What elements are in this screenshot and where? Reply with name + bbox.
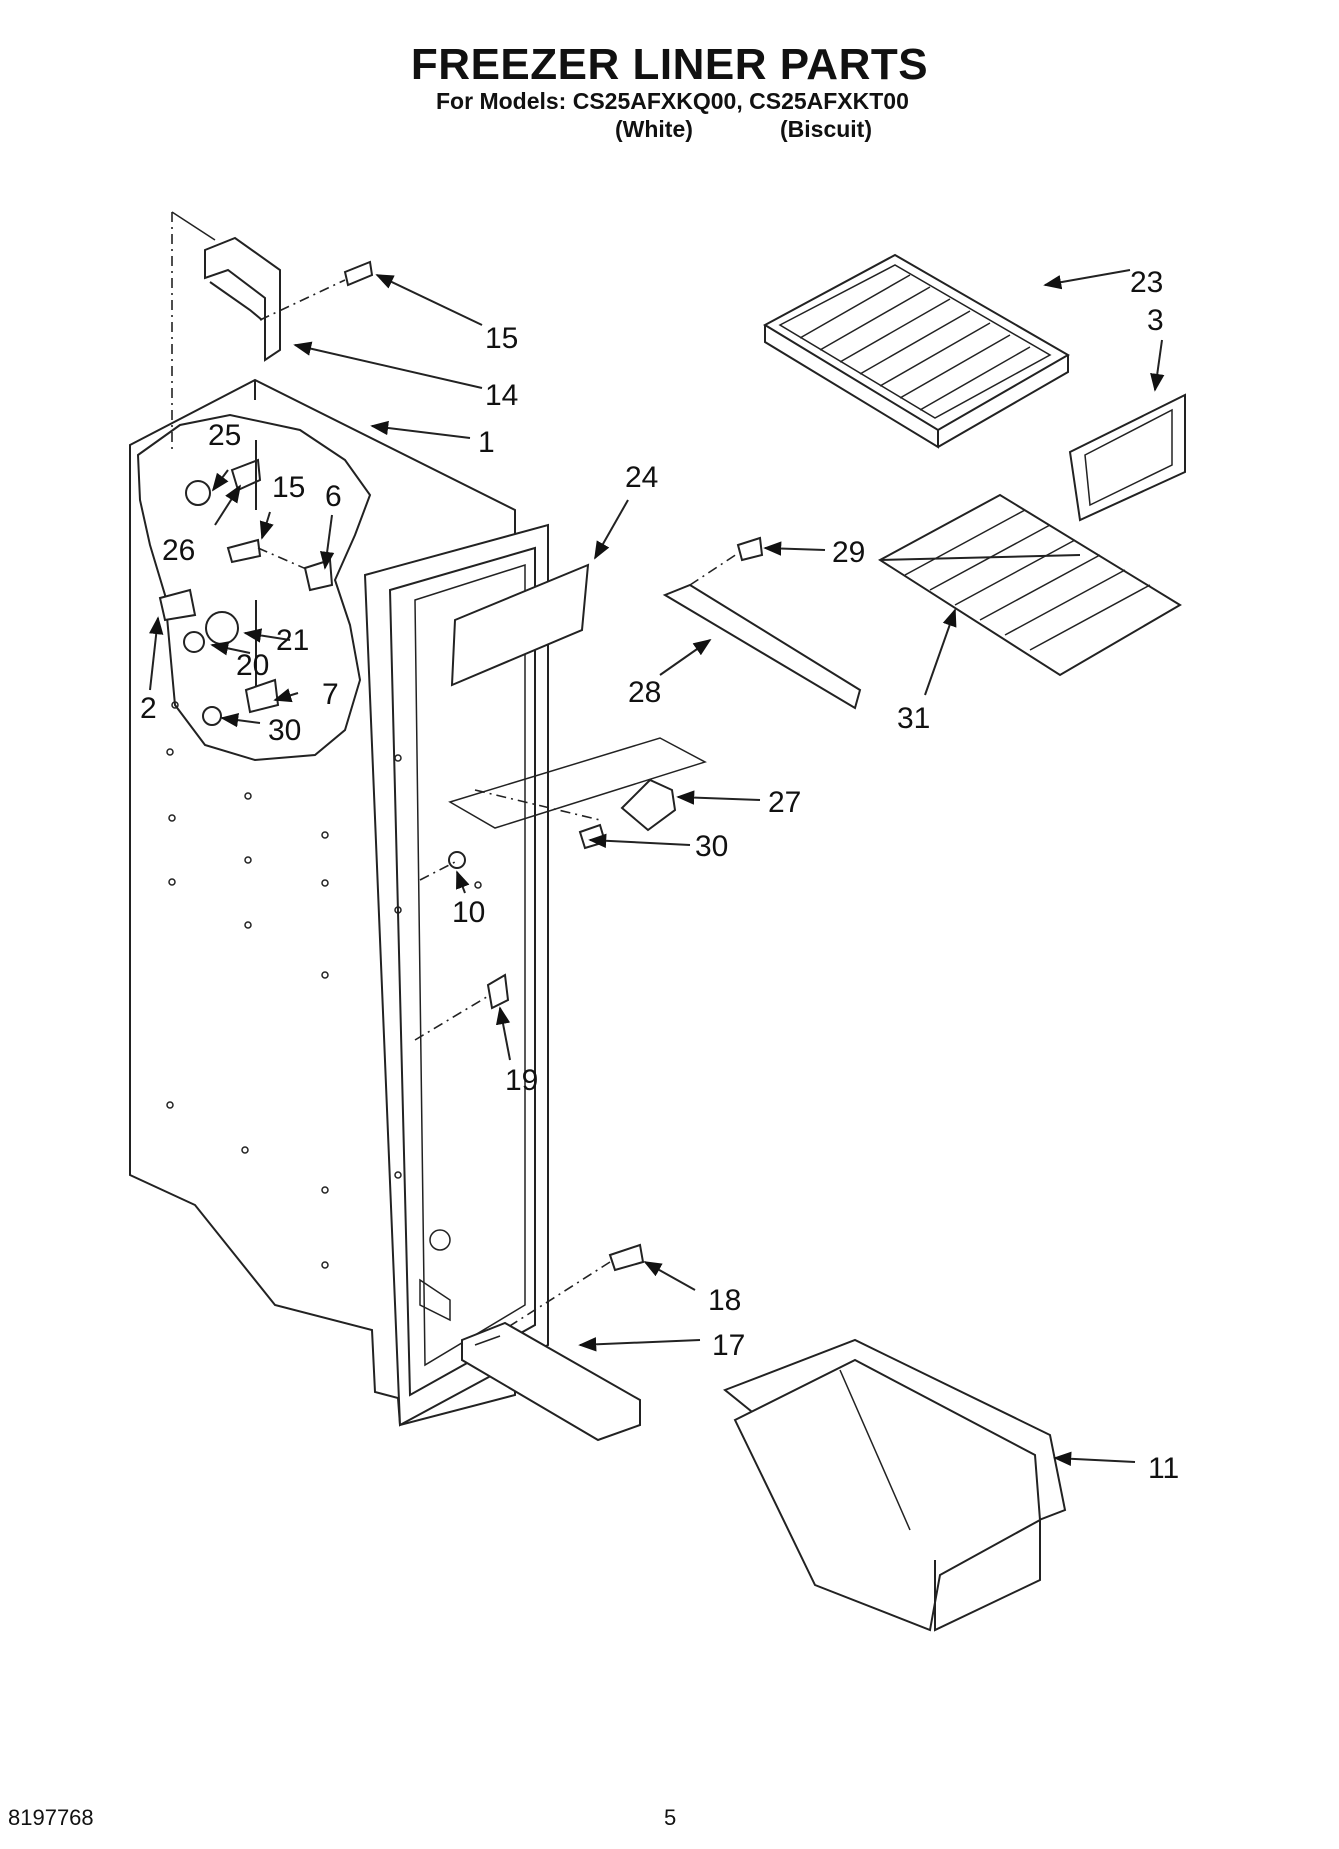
callout-29: 29 (832, 536, 865, 569)
callout-19: 19 (505, 1064, 538, 1097)
bracket-part-14 (171, 211, 374, 450)
callout-21: 21 (276, 624, 309, 657)
callout-arrows (149, 269, 1165, 1467)
trim-part-17 (461, 1243, 645, 1442)
callout-28: 28 (628, 676, 661, 709)
light-socket-parts (158, 440, 334, 726)
callout-1: 1 (478, 426, 495, 459)
document-number: 8197768 (8, 1805, 94, 1830)
callout-6: 6 (325, 480, 342, 513)
callout-30: 30 (695, 830, 728, 863)
callout-17: 17 (712, 1329, 745, 1362)
panel-part-24 (450, 563, 590, 687)
callout-11: 11 (1148, 1452, 1179, 1485)
callout-20: 20 (236, 649, 269, 682)
callout-23: 23 (1130, 266, 1163, 299)
variant-biscuit: (Biscuit) (780, 116, 872, 142)
callout-10: 10 (452, 896, 485, 929)
callout-15-inner: 15 (272, 471, 305, 504)
bracket-part-28 (662, 536, 862, 710)
callout-7: 7 (322, 678, 339, 711)
callout-26: 26 (162, 534, 195, 567)
small-parts-10-19 (414, 851, 510, 1041)
callout-27: 27 (768, 786, 801, 819)
shelf-part-23 (762, 253, 1070, 449)
callout-3: 3 (1147, 304, 1164, 337)
callout-31: 31 (897, 702, 930, 735)
page-title: FREEZER LINER PARTS (410, 40, 929, 89)
callout-18: 18 (708, 1284, 741, 1317)
callout-2: 2 (140, 692, 157, 725)
models-line: For Models: CS25AFXKQ00, CS25AFXKT00 (436, 88, 909, 114)
bin-part-11 (723, 1338, 1067, 1632)
callout-24: 24 (625, 461, 658, 494)
liner-holes (166, 701, 451, 1269)
callout-14: 14 (485, 379, 518, 412)
variant-white: (White) (615, 116, 693, 142)
callout-15-top: 15 (485, 322, 518, 355)
wire-shelf-part-31 (878, 493, 1182, 677)
frame-part-3 (1068, 393, 1186, 522)
page-number: 5 (664, 1805, 677, 1830)
callout-25: 25 (208, 419, 241, 452)
callout-30-inner: 30 (268, 714, 301, 747)
